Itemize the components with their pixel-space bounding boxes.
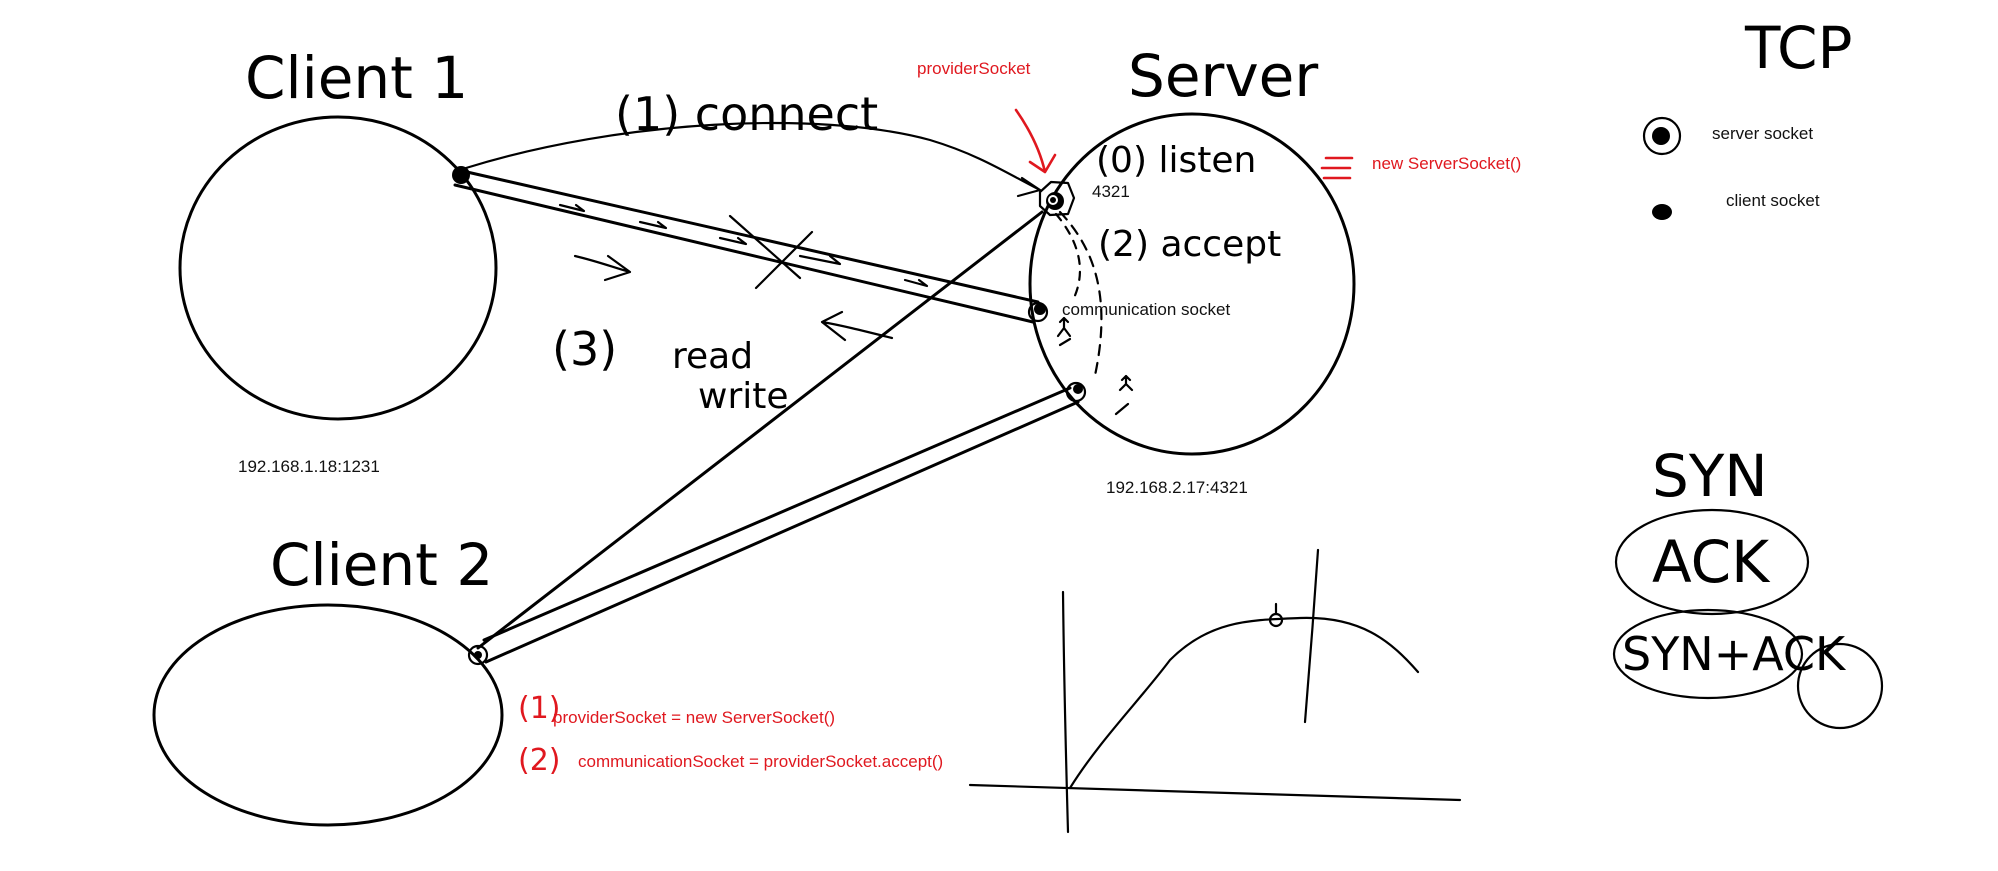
sketch-vertical-line	[1303, 548, 1320, 724]
accept-dashed-arc	[1058, 210, 1103, 382]
step-read: read	[672, 336, 753, 377]
client1-socket	[452, 166, 470, 184]
code-line2-number: (2)	[518, 743, 561, 778]
stick-figure-1	[1056, 316, 1072, 347]
sketch-y-axis	[1061, 590, 1070, 834]
legend-client-socket-icon	[1652, 204, 1672, 220]
protocol-heading: TCP	[1744, 14, 1853, 82]
step-read-write-number: (3)	[552, 322, 617, 376]
new-server-socket-label: new ServerSocket()	[1372, 154, 1521, 173]
legend-server-socket-icon	[1642, 116, 1682, 156]
channel-arrow-2	[638, 220, 668, 230]
handshake-extra-circle	[1796, 642, 1884, 730]
channel-arrow-1	[558, 203, 586, 213]
client2-socket	[467, 644, 489, 666]
step-listen: (0) listen	[1096, 140, 1256, 181]
step-write: write	[698, 376, 789, 417]
client2-heading: Client 2	[270, 531, 493, 599]
channel-c2-line-bottom	[484, 400, 1080, 664]
legend-server-socket-icon-core	[1652, 127, 1670, 145]
server-address: 192.168.2.17:4321	[1106, 478, 1248, 497]
handshake-synack-circle	[1612, 608, 1804, 700]
code-line1: providerSocket = new ServerSocket()	[553, 708, 835, 727]
handshake-ack-circle	[1614, 508, 1810, 616]
communication-socket-label: communication socket	[1062, 300, 1230, 319]
client2-socket-core	[474, 651, 482, 659]
channel-cross	[728, 214, 814, 290]
legend-client-socket-label: client socket	[1726, 191, 1820, 210]
code-line2: communicationSocket = providerSocket.acc…	[578, 752, 943, 771]
legend-server-socket-label: server socket	[1712, 124, 1813, 143]
channel-arrow-4	[798, 254, 842, 266]
stick-figure-2	[1114, 374, 1134, 416]
communication-socket-2	[1065, 381, 1087, 403]
sketch-x-axis	[968, 783, 1462, 802]
channel-c2-line-top	[482, 386, 1072, 642]
server-heading: Server	[1128, 42, 1318, 110]
provider-socket-label: providerSocket	[917, 59, 1031, 78]
provider-socket-arrow	[1014, 108, 1057, 174]
server-port: 4321	[1092, 182, 1130, 201]
client2-circle	[152, 603, 504, 827]
channel-arrow-3	[718, 236, 748, 246]
provider-socket-outline	[1038, 180, 1076, 217]
connect-arc	[464, 121, 1042, 198]
client1-heading: Client 1	[245, 44, 468, 112]
code-line1-number: (1)	[518, 691, 561, 726]
handshake-ack: ACK	[1652, 528, 1771, 596]
channel-arrow-5	[903, 278, 929, 288]
step-accept: (2) accept	[1098, 224, 1281, 265]
server-circle	[1028, 112, 1356, 456]
client1-circle	[178, 115, 498, 421]
equals-sign	[1320, 156, 1354, 180]
accept-dashed-arc-inner	[1054, 212, 1082, 304]
client1-address: 192.168.1.18:1231	[238, 457, 380, 476]
client2-to-provider-line	[476, 210, 1044, 650]
communication-socket-2-fill	[1073, 384, 1083, 394]
handshake-syn-ack: SYN+ACK	[1622, 627, 1847, 681]
channel-c1-line-bottom	[453, 183, 1035, 324]
handshake-syn: SYN	[1652, 442, 1768, 510]
step-connect: (1) connect	[615, 87, 878, 141]
communication-socket-1-fill	[1034, 303, 1046, 315]
provider-socket-core	[1050, 197, 1056, 203]
sketch-curve	[1068, 616, 1420, 790]
write-arrow	[573, 254, 632, 282]
